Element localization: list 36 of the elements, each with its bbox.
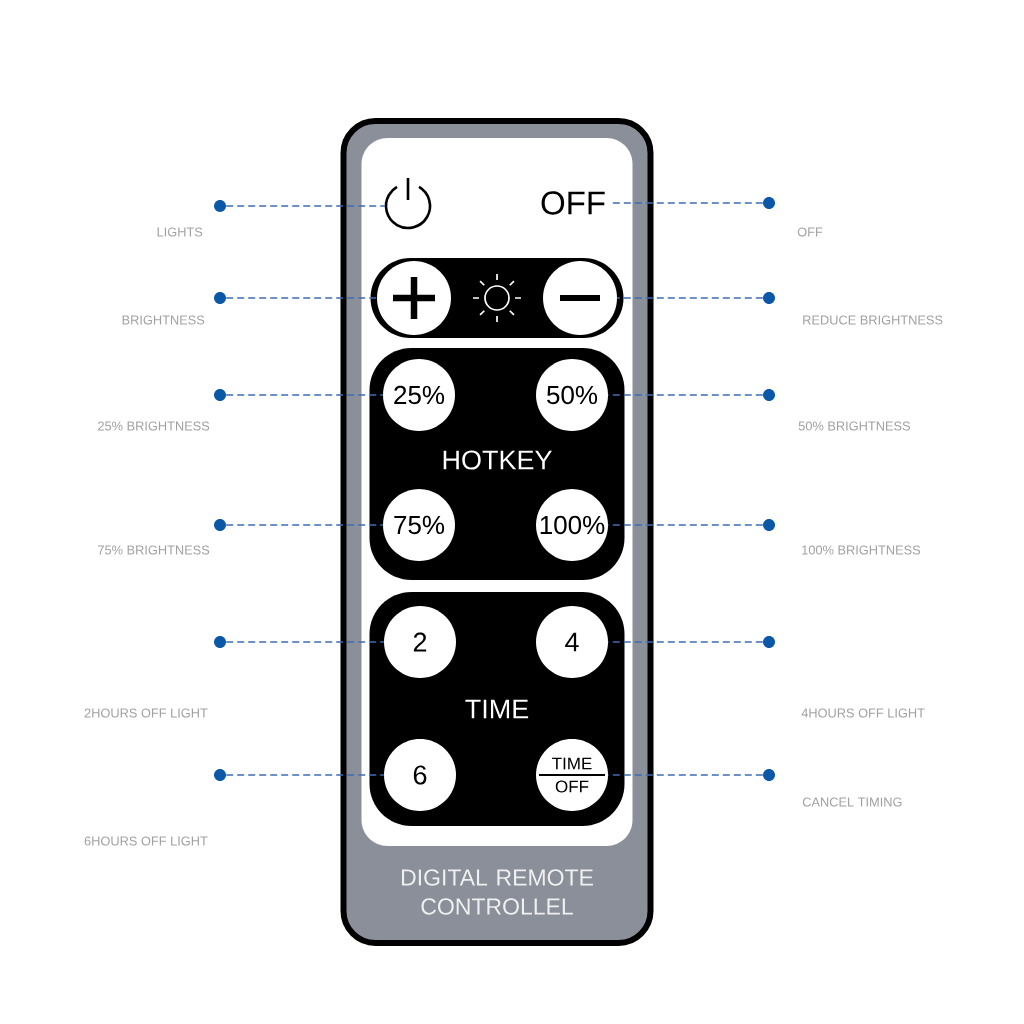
- leader-line: [225, 394, 384, 396]
- callout-label: LIGHTS: [157, 227, 203, 237]
- round-button: 100%: [536, 489, 608, 561]
- callout-label: CANCEL TIMING: [802, 797, 902, 807]
- callout-label: 2HOURS OFF LIGHT: [84, 708, 208, 718]
- round-button: TIME OFF: [536, 739, 608, 811]
- leader-line: [225, 205, 386, 207]
- leader-line: [225, 524, 384, 526]
- round-button: 2: [384, 606, 456, 678]
- power-icon: [384, 176, 432, 230]
- callout-label: 75% BRIGHTNESS: [98, 545, 210, 555]
- callout-label: 6HOURS OFF LIGHT: [84, 836, 208, 846]
- leader-line: [607, 774, 764, 776]
- callout-label: 100% BRIGHTNESS: [802, 545, 921, 555]
- callout-label: BRIGHTNESS: [122, 315, 205, 325]
- round-button: 50%: [536, 359, 608, 431]
- leader-line: [225, 641, 385, 643]
- panel-label: TIME: [465, 699, 529, 719]
- callout-label: 4HOURS OFF LIGHT: [801, 708, 925, 718]
- leader-line: [607, 641, 764, 643]
- callout-label: REDUCE BRIGHTNESS: [803, 315, 943, 325]
- button-label: OFF: [541, 191, 605, 215]
- round-button: 6: [384, 739, 456, 811]
- leader-line: [225, 774, 385, 776]
- leader-line: [607, 394, 764, 396]
- callout-label: 25% BRIGHTNESS: [98, 421, 210, 431]
- panel-label: HOTKEY: [443, 450, 552, 470]
- callout-label: 50% BRIGHTNESS: [798, 421, 910, 431]
- device-label: DIGITAL REMOTE CONTROLLEL: [402, 869, 593, 915]
- round-button: 25%: [383, 359, 455, 431]
- round-button: 75%: [383, 489, 455, 561]
- callout-label: OFF: [797, 227, 823, 237]
- leader-line: [225, 297, 378, 299]
- round-button: 4: [536, 606, 608, 678]
- leader-line: [607, 524, 764, 526]
- leader-line: [616, 297, 764, 299]
